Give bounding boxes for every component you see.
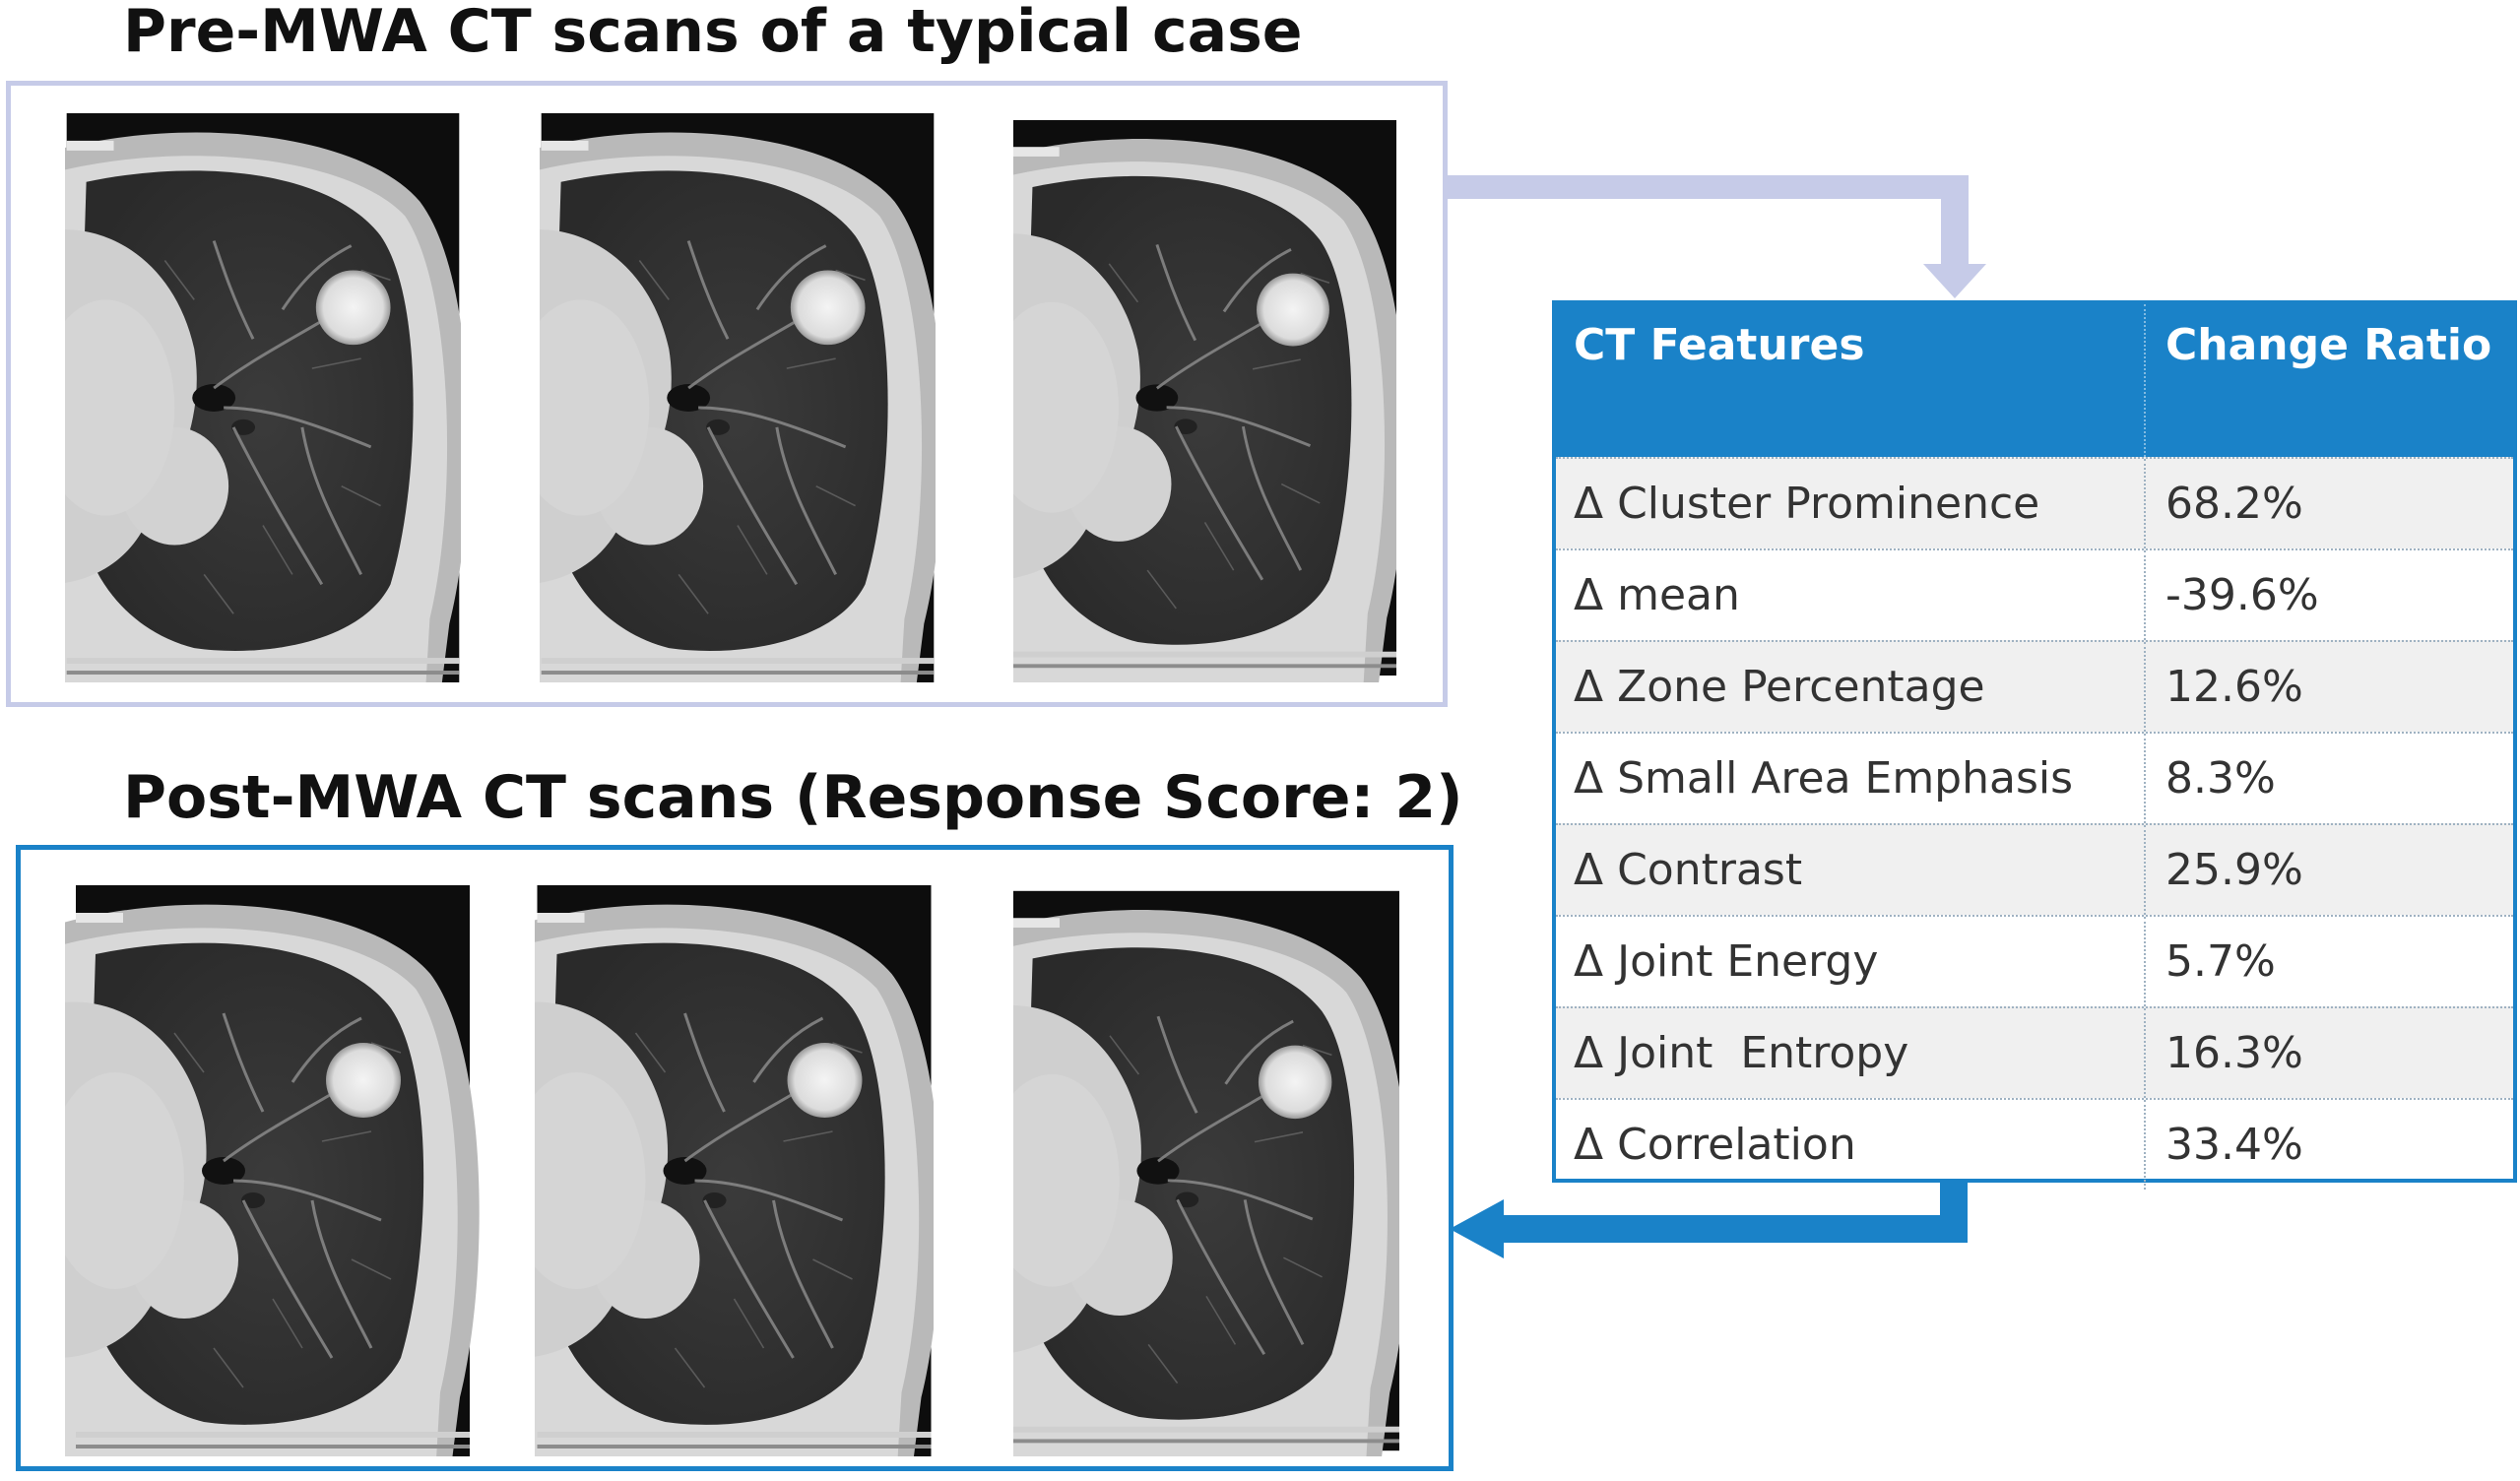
- feature-cell: Δ Zone Percentage: [1556, 642, 2146, 732]
- pre-mwa-ct-scan-1: [65, 113, 461, 682]
- table-row: Δ Zone Percentage 12.6%: [1556, 640, 2513, 732]
- table-row: Δ Contrast 25.9%: [1556, 823, 2513, 915]
- post-mwa-scan-panel: [16, 845, 1454, 1471]
- pre-to-table-arrow: [1443, 175, 1986, 298]
- post-mwa-title: Post-MWA CT scans (Response Score: 2): [123, 763, 1463, 832]
- change-ratio-cell: 12.6%: [2165, 662, 2303, 712]
- change-ratio-cell: 5.7%: [2165, 936, 2276, 987]
- change-ratio-cell: 8.3%: [2165, 753, 2276, 804]
- pre-mwa-ct-scan-2: [540, 113, 936, 682]
- pre-mwa-scan-panel: [6, 81, 1448, 707]
- feature-cell: Δ Contrast: [1556, 825, 2146, 915]
- post-mwa-ct-scan-1: [65, 885, 481, 1456]
- feature-cell: Δ Joint Energy: [1556, 917, 2146, 1006]
- feature-cell: Δ mean: [1556, 550, 2146, 640]
- table-row: Δ Small Area Emphasis 8.3%: [1556, 732, 2513, 823]
- post-mwa-ct-scan-2: [535, 885, 934, 1456]
- change-ratio-cell: 33.4%: [2165, 1120, 2303, 1170]
- change-ratio-cell: 68.2%: [2165, 479, 2303, 529]
- table-row: Δ Cluster Prominence 68.2%: [1556, 457, 2513, 548]
- header-change-ratio: Change Ratio: [2165, 320, 2492, 370]
- feature-cell: Δ Small Area Emphasis: [1556, 734, 2146, 823]
- feature-cell: Δ Cluster Prominence: [1556, 459, 2146, 548]
- change-ratio-cell: -39.6%: [2165, 570, 2319, 620]
- change-ratio-cell: 25.9%: [2165, 845, 2303, 895]
- feature-cell: Δ Correlation: [1556, 1100, 2146, 1190]
- table-row: Δ mean -39.6%: [1556, 548, 2513, 640]
- table-header-row: CT Features Change Ratio: [1556, 304, 2513, 457]
- table-row: Δ Joint Energy 5.7%: [1556, 915, 2513, 1006]
- table-row: Δ Correlation 33.4%: [1556, 1098, 2513, 1190]
- change-ratio-cell: 16.3%: [2165, 1028, 2303, 1078]
- feature-cell: Δ Joint Entropy: [1556, 1008, 2146, 1098]
- pre-mwa-ct-scan-3: [1013, 113, 1396, 682]
- pre-mwa-title: Pre-MWA CT scans of a typical case: [123, 0, 1303, 66]
- table-row: Δ Joint Entropy 16.3%: [1556, 1006, 2513, 1098]
- ct-features-table: CT Features Change Ratio Δ Cluster Promi…: [1552, 300, 2517, 1190]
- post-mwa-ct-scan-3: [1013, 885, 1399, 1456]
- header-ct-features: CT Features: [1556, 304, 2146, 457]
- table-to-post-arrow: [1450, 1178, 1968, 1258]
